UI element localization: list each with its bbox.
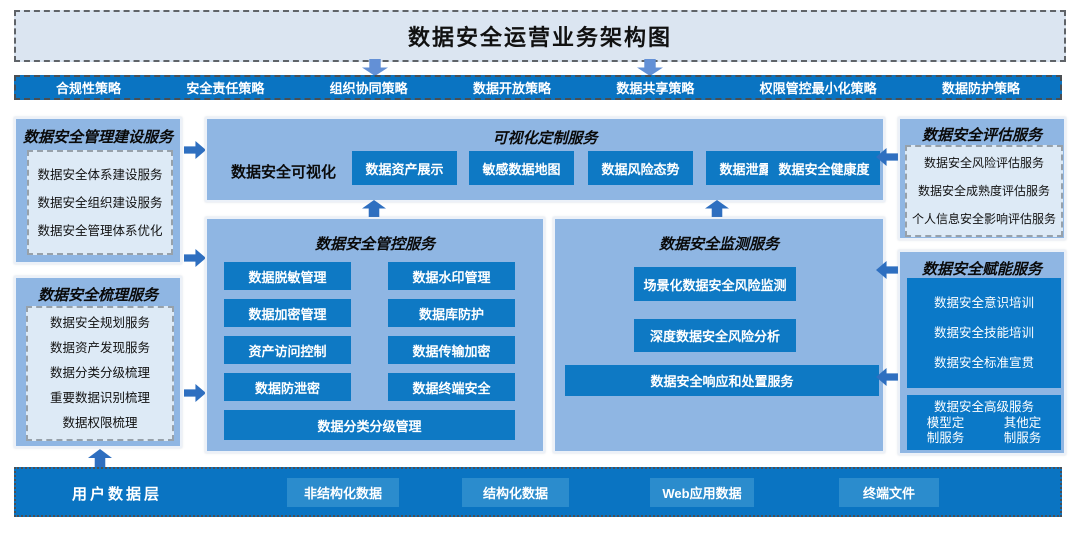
policy-item: 合规性策略 — [56, 81, 122, 96]
chip-sensitive-data-map: 敏感数据地图 — [469, 151, 574, 185]
visualization-label: 数据安全可视化 — [231, 165, 337, 181]
list-item: 个人信息安全影响评估服务 — [911, 212, 1056, 226]
list-item: 数据安全组织建设服务 — [37, 195, 163, 210]
list-item: 数据安全成熟度评估服务 — [917, 184, 1050, 198]
panel-title: 可视化定制服务 — [492, 131, 598, 147]
chip-deep-risk-analysis: 深度数据安全风险分析 — [634, 319, 796, 352]
panel-title: 数据安全管理建设服务 — [22, 130, 173, 146]
chip-data-watermark: 数据水印管理 — [388, 262, 515, 290]
panel-assessment-services: 数据安全评估服务 数据安全风险评估服务 数据安全成熟度评估服务 个人信息安全影响… — [898, 117, 1066, 240]
user-data-layer-label: 用户数据层 — [72, 487, 163, 503]
arrow-right-icon — [184, 249, 206, 267]
chip-classification-grading: 数据分类分级管理 — [224, 410, 515, 440]
arrow-up-icon — [88, 449, 112, 467]
chip-data-risk-posture: 数据风险态势 — [588, 151, 693, 185]
panel-sorting-services: 数据安全梳理服务 数据安全规划服务 数据资产发现服务 数据分类分级梳理 重要数据… — [14, 276, 182, 448]
list-item: 模型定制服务 — [926, 416, 965, 445]
policy-item: 数据防护策略 — [941, 81, 1020, 96]
chip-data-asset-display: 数据资产展示 — [352, 151, 457, 185]
diagram-title-box: 数据安全运营业务架构图 — [14, 10, 1066, 62]
list-item: 数据安全风险评估服务 — [923, 156, 1044, 170]
list-item: 数据安全标准宣贯 — [933, 356, 1034, 370]
policy-item: 数据共享策略 — [616, 81, 695, 96]
management-items-box: 数据安全体系建设服务 数据安全组织建设服务 数据安全管理体系优化 — [27, 150, 173, 255]
arrow-right-icon — [184, 384, 206, 402]
chip-database-protection: 数据库防护 — [388, 299, 515, 327]
page-title: 数据安全运营业务架构图 — [407, 25, 672, 50]
data-source-unstructured: 非结构化数据 — [287, 478, 399, 507]
list-item: 重要数据识别梳理 — [49, 391, 150, 405]
data-source-web-app: Web应用数据 — [650, 478, 754, 507]
arrow-right-icon — [184, 141, 206, 159]
chip-response-disposal: 数据安全响应和处置服务 — [565, 365, 879, 396]
list-item: 数据分类分级梳理 — [49, 366, 150, 380]
panel-title: 数据安全管控服务 — [314, 237, 435, 253]
chip-data-leak-prevention: 数据防泄密 — [224, 373, 351, 401]
data-source-terminal-files: 终端文件 — [839, 478, 939, 507]
list-item: 数据安全技能培训 — [933, 326, 1034, 340]
chip-data-encryption-mgmt: 数据加密管理 — [224, 299, 351, 327]
training-items-box: 数据安全意识培训 数据安全技能培训 数据安全标准宣贯 — [907, 278, 1061, 388]
panel-title: 数据安全监测服务 — [658, 237, 779, 253]
sorting-items-box: 数据安全规划服务 数据资产发现服务 数据分类分级梳理 重要数据识别梳理 数据权限… — [26, 306, 174, 441]
list-item: 其他定制服务 — [1003, 416, 1042, 445]
panel-control-services: 数据安全管控服务 数据脱敏管理 数据加密管理 资产访问控制 数据防泄密 数据水印… — [205, 217, 545, 453]
panel-enablement-services: 数据安全赋能服务 数据安全意识培训 数据安全技能培训 数据安全标准宣贯 数据安全… — [898, 250, 1066, 455]
panel-title: 数据安全评估服务 — [921, 128, 1042, 144]
chip-terminal-security: 数据终端安全 — [388, 373, 515, 401]
chip-asset-access-control: 资产访问控制 — [224, 336, 351, 364]
advanced-services-box: 数据安全高级服务 模型定制服务 其他定制服务 — [907, 395, 1061, 450]
chip-data-security-health: 数据安全健康度 — [768, 151, 880, 185]
chip-transfer-encryption: 数据传输加密 — [388, 336, 515, 364]
policy-item: 数据开放策略 — [472, 81, 551, 96]
panel-management-construction: 数据安全管理建设服务 数据安全体系建设服务 数据安全组织建设服务 数据安全管理体… — [14, 117, 182, 264]
policy-item: 权限管控最小化策略 — [759, 81, 877, 96]
arrow-up-icon — [362, 200, 386, 217]
chip-data-masking: 数据脱敏管理 — [224, 262, 351, 290]
data-source-structured: 结构化数据 — [462, 478, 569, 507]
chip-scenario-risk-monitoring: 场景化数据安全风险监测 — [634, 267, 796, 301]
advanced-services-title: 数据安全高级服务 — [933, 400, 1034, 414]
policy-bar: 合规性策略 安全责任策略 组织协同策略 数据开放策略 数据共享策略 权限管控最小… — [14, 75, 1062, 100]
list-item: 数据安全体系建设服务 — [37, 167, 163, 182]
list-item: 数据资产发现服务 — [49, 341, 150, 355]
list-item: 数据安全意识培训 — [933, 296, 1034, 310]
list-item: 数据权限梳理 — [62, 416, 138, 430]
panel-title: 数据安全赋能服务 — [921, 262, 1042, 278]
user-data-layer-bar: 用户数据层 非结构化数据 结构化数据 Web应用数据 终端文件 — [14, 467, 1062, 517]
policy-item: 安全责任策略 — [186, 81, 265, 96]
panel-title: 数据安全梳理服务 — [37, 288, 158, 304]
panel-visualization: 可视化定制服务 数据安全可视化 数据资产展示 敏感数据地图 数据风险态势 数据泄… — [205, 117, 885, 202]
list-item: 数据安全规划服务 — [49, 316, 150, 330]
panel-monitoring-services: 数据安全监测服务 场景化数据安全风险监测 深度数据安全风险分析 数据安全响应和处… — [553, 217, 885, 453]
policy-item: 组织协同策略 — [329, 81, 408, 96]
arrow-up-icon — [705, 200, 729, 217]
list-item: 数据安全管理体系优化 — [37, 223, 163, 238]
assessment-items-box: 数据安全风险评估服务 数据安全成熟度评估服务 个人信息安全影响评估服务 — [905, 145, 1063, 237]
